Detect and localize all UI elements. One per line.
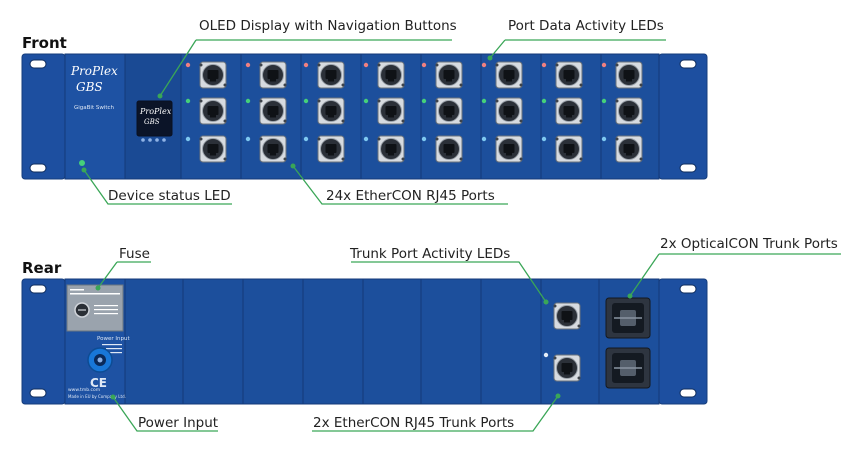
rj45-port-4[interactable] — [259, 61, 287, 89]
callout-device-status-led: Device status LED — [108, 188, 231, 204]
brand-logo-proplex: ProPlex — [70, 64, 118, 78]
rear-section-label: Rear — [22, 259, 62, 277]
rack-hole — [29, 163, 47, 173]
rj45-port-11[interactable] — [377, 97, 405, 125]
rj45-port-15[interactable] — [435, 135, 463, 163]
front-panel: ProPlex GBS GigaBit Switch ProPlex GBS — [21, 53, 708, 180]
callout-dots — [81, 55, 633, 400]
rack-hole — [29, 284, 47, 294]
port-activity-led — [481, 62, 487, 68]
model-name: GigaBit Switch — [74, 105, 115, 111]
rj45-port-22[interactable] — [615, 61, 643, 89]
trunk-activity-led — [543, 352, 549, 358]
port-activity-led — [601, 136, 607, 142]
rack-hole — [679, 284, 697, 294]
port-activity-led — [601, 62, 607, 68]
ce-mark: CE — [90, 376, 107, 390]
callout-power-input: Power Input — [138, 415, 218, 431]
nav-button[interactable] — [148, 138, 152, 142]
rj45-port-21[interactable] — [555, 135, 583, 163]
callout-trunk-leds: Trunk Port Activity LEDs — [349, 246, 510, 262]
port-activity-led — [421, 136, 427, 142]
opticalcon-port-1[interactable] — [605, 297, 651, 339]
callout-fuse: Fuse — [119, 246, 150, 262]
brand-logo-gbs: GBS — [76, 80, 103, 94]
rj45-port-1[interactable] — [199, 61, 227, 89]
callout-rj45-ports: 24x EtherCON RJ45 Ports — [326, 188, 495, 204]
callout-lines — [83, 39, 841, 432]
website: www.tmb.com — [68, 387, 100, 393]
rj45-port-14[interactable] — [435, 97, 463, 125]
rack-hole — [679, 388, 697, 398]
port-activity-led — [363, 62, 369, 68]
port-activity-led — [363, 98, 369, 104]
rack-hole — [29, 388, 47, 398]
opticalcon-port-2[interactable] — [605, 347, 651, 389]
trunk-rj45-ports — [543, 299, 581, 382]
port-activity-led — [245, 62, 251, 68]
port-activity-led — [363, 136, 369, 142]
port-activity-led — [245, 98, 251, 104]
rj45-port-17[interactable] — [495, 97, 523, 125]
nav-button[interactable] — [141, 138, 145, 142]
callout-trunk-rj45-ports: 2x EtherCON RJ45 Trunk Ports — [313, 415, 514, 431]
port-activity-led — [245, 136, 251, 142]
port-activity-led — [481, 136, 487, 142]
callout-port-activity-leds: Port Data Activity LEDs — [508, 18, 664, 34]
rj45-port-10[interactable] — [377, 61, 405, 89]
rj45-port-13[interactable] — [435, 61, 463, 89]
nav-button[interactable] — [155, 138, 159, 142]
port-activity-led — [421, 98, 427, 104]
rack-hole — [679, 163, 697, 173]
rj45-port-12[interactable] — [377, 135, 405, 163]
rj45-port-2[interactable] — [199, 97, 227, 125]
port-activity-led — [185, 62, 191, 68]
trunk-rj45-port-2[interactable] — [553, 354, 581, 382]
rj45-port-6[interactable] — [259, 135, 287, 163]
rear-panel: Power Input CE www.tmb.com Made in EU by… — [21, 278, 708, 405]
rj45-port-19[interactable] — [555, 61, 583, 89]
port-activity-led — [421, 62, 427, 68]
port-activity-led — [303, 62, 309, 68]
rj45-port-grid — [185, 61, 643, 163]
rj45-port-5[interactable] — [259, 97, 287, 125]
port-activity-led — [541, 62, 547, 68]
oled-brand-line1: ProPlex — [139, 107, 172, 116]
port-activity-led — [303, 98, 309, 104]
rj45-port-20[interactable] — [555, 97, 583, 125]
nav-button[interactable] — [162, 138, 166, 142]
trunk-rj45-port-1[interactable] — [553, 302, 581, 330]
port-activity-led — [185, 98, 191, 104]
callout-oled-display: OLED Display with Navigation Buttons — [199, 18, 457, 34]
port-activity-led — [481, 98, 487, 104]
rack-hole — [679, 59, 697, 69]
port-activity-led — [601, 98, 607, 104]
port-activity-led — [541, 98, 547, 104]
rj45-port-16[interactable] — [495, 61, 523, 89]
oled-brand-line2: GBS — [144, 118, 160, 126]
rack-hole — [29, 59, 47, 69]
device-status-led — [79, 160, 85, 166]
port-activity-led — [185, 136, 191, 142]
oled-display — [136, 100, 173, 137]
rj45-port-18[interactable] — [495, 135, 523, 163]
manufacturer-note: Made in EU by Company Ltd. — [68, 394, 126, 399]
power-input-title: Power Input — [97, 336, 130, 342]
rj45-port-23[interactable] — [615, 97, 643, 125]
port-activity-led — [541, 136, 547, 142]
rj45-port-24[interactable] — [615, 135, 643, 163]
port-activity-led — [303, 136, 309, 142]
rj45-port-3[interactable] — [199, 135, 227, 163]
rj45-port-9[interactable] — [317, 135, 345, 163]
front-section-label: Front — [22, 34, 67, 52]
rj45-port-8[interactable] — [317, 97, 345, 125]
callout-opticalcon: 2x OpticalCON Trunk Ports — [660, 236, 838, 252]
rj45-port-7[interactable] — [317, 61, 345, 89]
